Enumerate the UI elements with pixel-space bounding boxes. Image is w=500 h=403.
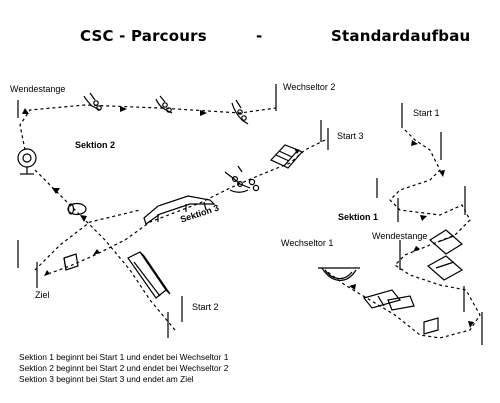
arrows-left xyxy=(22,106,300,276)
label-start-3: Start 3 xyxy=(337,131,364,141)
label-sektion-1: Sektion 1 xyxy=(338,212,379,222)
a-frame-2 xyxy=(426,255,464,281)
start-1-gate xyxy=(401,103,442,160)
label-start-2: Start 2 xyxy=(192,302,219,312)
start-2-gate xyxy=(167,296,183,338)
path-sektion-2 xyxy=(19,104,277,331)
hurdle-1 xyxy=(83,92,102,111)
title-separator: - xyxy=(256,27,263,45)
right-table xyxy=(423,317,439,335)
label-wendestange-top: Wendestange xyxy=(10,84,66,94)
label-wendestange-right: Wendestange xyxy=(372,231,428,241)
ziel-gate xyxy=(17,240,38,288)
sektion-3-bridge xyxy=(143,195,216,225)
seesaw xyxy=(362,289,415,311)
tire xyxy=(17,148,37,175)
note-line: Sektion 3 beginnt bei Start 3 und endet … xyxy=(19,374,194,384)
tunnel-box xyxy=(127,251,171,299)
note-line: Sektion 1 beginnt bei Start 1 und endet … xyxy=(19,352,229,362)
finish-poles-right xyxy=(463,286,483,345)
label-sektion-2: Sektion 2 xyxy=(75,140,116,150)
arrows-right xyxy=(349,140,474,328)
start-3-gate xyxy=(320,120,329,150)
label-ziel: Ziel xyxy=(35,290,50,300)
path-crossing xyxy=(34,209,141,271)
hurdle-2 xyxy=(155,95,173,114)
label-start-1: Start 1 xyxy=(413,108,440,118)
label-wechseltor-1: Wechseltor 1 xyxy=(281,238,334,248)
path-sektion-3 xyxy=(44,139,326,276)
title-left: CSC - Parcours xyxy=(80,27,207,45)
section-notes: Sektion 1 beginnt bei Start 1 und endet … xyxy=(19,352,228,385)
title-right: Standardaufbau xyxy=(331,27,471,45)
double-hurdle xyxy=(224,165,260,193)
label-wechseltor-2: Wechseltor 2 xyxy=(283,82,336,92)
hurdle-3 xyxy=(231,99,249,125)
note-line: Sektion 2 beginnt bei Start 2 und endet … xyxy=(19,363,229,373)
wechseltor-1-obstacle xyxy=(318,267,360,281)
